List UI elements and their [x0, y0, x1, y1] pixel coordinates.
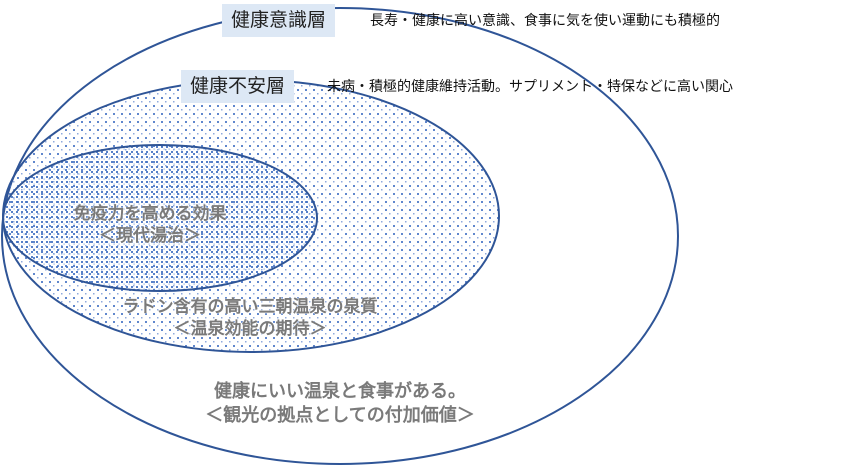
inner-value-line2: ＜現代湯治＞	[99, 226, 201, 246]
middle-layer-title: 健康不安層	[181, 70, 295, 103]
outer-layer-title: 健康意識層	[222, 4, 336, 37]
outer-layer-description: 長寿・健康に高い意識、食事に気を使い運動にも積極的	[370, 13, 720, 29]
inner-value-line1: 免疫力を高める効果	[73, 204, 227, 224]
outer-value-line1: 健康にいい温泉と食事がある。	[214, 381, 466, 402]
middle-value-line1: ラドン含有の高い三朝温泉の泉質	[122, 297, 378, 317]
middle-value-text: ラドン含有の高い三朝温泉の泉質 ＜温泉効能の期待＞	[70, 296, 430, 340]
middle-layer-description: 未病・積極的健康維持活動。サプリメント・特保などに高い関心	[327, 79, 733, 95]
outer-value-line2: ＜観光の拠点としての付加価値＞	[205, 405, 475, 426]
inner-value-text: 免疫力を高める効果 ＜現代湯治＞	[20, 203, 280, 247]
outer-value-text: 健康にいい温泉と食事がある。 ＜観光の拠点としての付加価値＞	[160, 380, 520, 428]
inner-ellipse-immunity	[2, 144, 318, 292]
middle-value-line2: ＜温泉効能の期待＞	[173, 319, 327, 339]
